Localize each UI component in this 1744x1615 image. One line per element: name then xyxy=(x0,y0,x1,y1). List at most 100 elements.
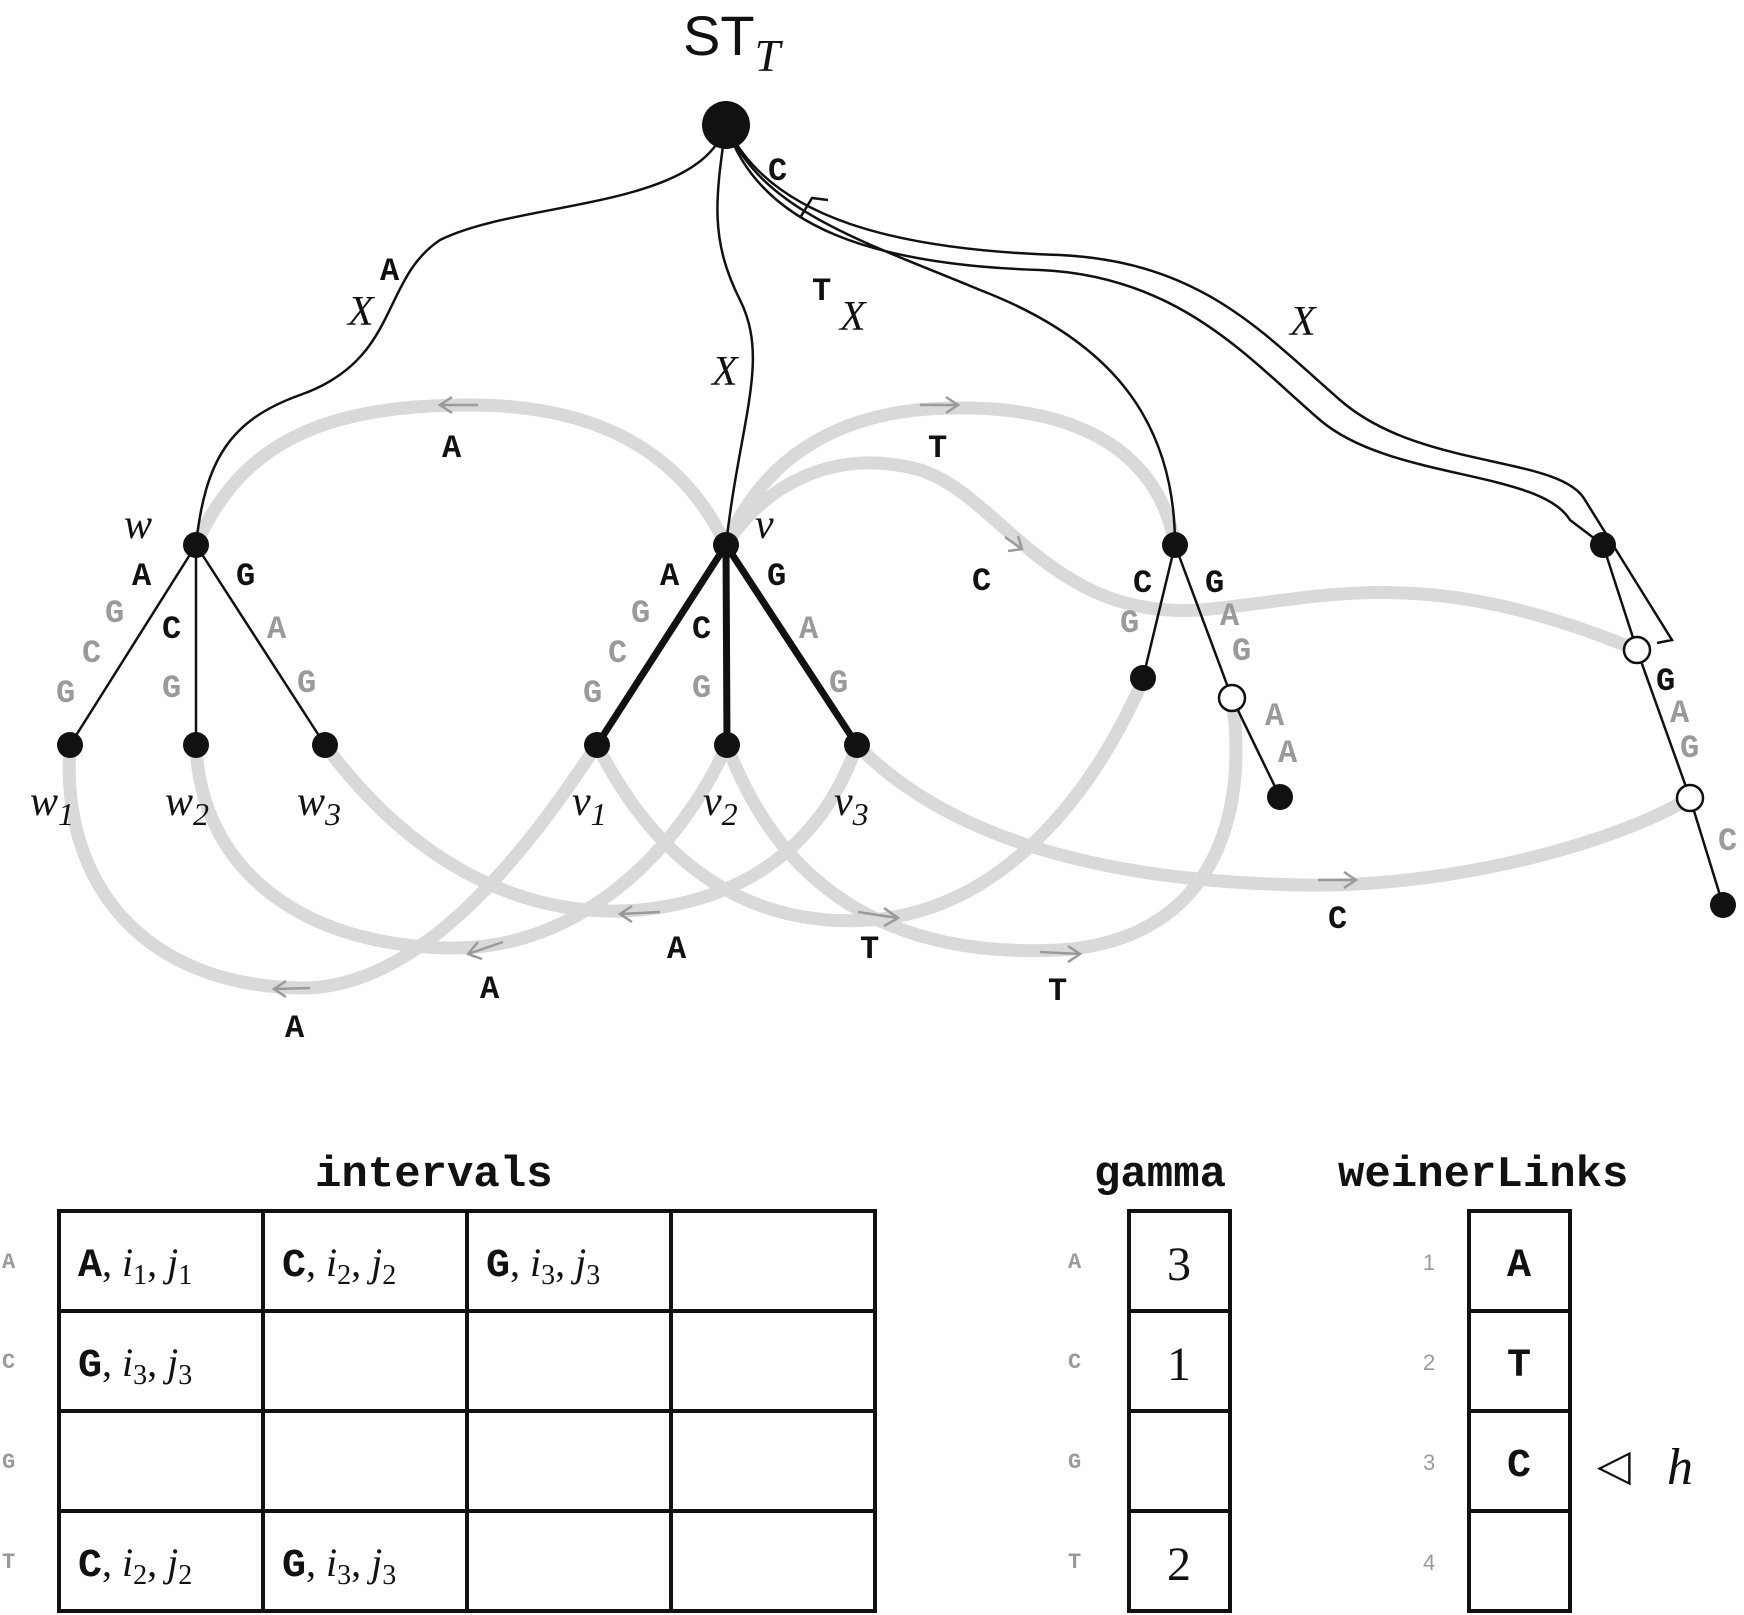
svg-text:2: 2 xyxy=(1423,1350,1435,1375)
svg-text:G: G xyxy=(1656,663,1675,700)
svg-text:X: X xyxy=(1288,299,1318,345)
interval-cell: G, i3, j3 xyxy=(282,1540,396,1591)
svg-text:T: T xyxy=(2,1550,15,1575)
edge-c-open1 xyxy=(1601,544,1639,651)
link-arrows xyxy=(271,395,1359,999)
svg-text:G: G xyxy=(1068,1450,1081,1475)
interval-cell: A, i1, j1 xyxy=(78,1240,192,1291)
svg-text:A: A xyxy=(132,558,152,595)
leaf-t1 xyxy=(1130,665,1156,691)
intervals-grid xyxy=(57,1209,877,1613)
svg-text:1: 1 xyxy=(1423,1250,1435,1275)
node-w xyxy=(183,532,209,558)
link-v-to-t-node xyxy=(719,401,1182,552)
leaf-v3 xyxy=(844,732,870,758)
node-t xyxy=(1162,532,1188,558)
svg-text:A: A xyxy=(1265,698,1285,735)
svg-text:w1: w1 xyxy=(30,779,74,832)
edge-root-w xyxy=(194,124,728,546)
intervals-row-labels: A C G T xyxy=(2,1250,16,1575)
svg-text:G: G xyxy=(583,675,602,712)
leaf-w2 xyxy=(183,732,209,758)
leaf-c xyxy=(1710,892,1736,918)
t-edge-labels: C G G A G A A xyxy=(1120,565,1298,772)
svg-text:G: G xyxy=(297,665,316,702)
svg-text:C: C xyxy=(608,635,627,672)
gamma-value: 1 xyxy=(1167,1338,1191,1391)
svg-text:v2: v2 xyxy=(703,779,738,832)
link-v3-to-c-open xyxy=(850,738,1697,892)
w-edge-labels: A G C G C G G A G xyxy=(56,558,316,712)
svg-text:v: v xyxy=(755,502,774,548)
svg-text:G: G xyxy=(631,595,650,632)
svg-text:A: A xyxy=(2,1250,16,1275)
gamma-value: 3 xyxy=(1167,1238,1191,1291)
svg-text:A: A xyxy=(799,611,819,648)
svg-text:C: C xyxy=(162,611,181,648)
node-name-labels: w v w1 w2 w3 v1 v2 v3 xyxy=(30,502,869,832)
svg-text:A: A xyxy=(667,931,687,968)
link-labels: A T C A A A T T C xyxy=(285,430,1347,1047)
pointer-triangle-icon: ◁ xyxy=(1596,1441,1631,1490)
edge-c-bracket xyxy=(798,196,829,219)
edge-root-v xyxy=(716,124,755,546)
link-v-to-c-node xyxy=(719,456,1644,657)
node-v xyxy=(713,532,739,558)
svg-text:G: G xyxy=(1680,730,1699,767)
interval-cell: C, i2, j2 xyxy=(78,1540,192,1591)
edge-root-c-outer xyxy=(724,124,1675,645)
leaf-v2 xyxy=(714,732,740,758)
edge-root-c-inner xyxy=(724,124,1604,546)
interval-cell: G, i3, j3 xyxy=(486,1240,600,1291)
root-node xyxy=(702,101,750,149)
edge-t-open-leaf xyxy=(1230,697,1282,798)
leaf-w1 xyxy=(57,732,83,758)
svg-text:A: A xyxy=(1220,598,1240,635)
pointer-h-label: h xyxy=(1667,1439,1693,1496)
svg-text:G: G xyxy=(236,558,255,595)
edge-w-w3 xyxy=(194,544,327,746)
svg-text:G: G xyxy=(162,670,181,707)
svg-text:T: T xyxy=(812,273,831,310)
edge-t-open xyxy=(1173,544,1234,699)
edge-t-leaf1 xyxy=(1141,544,1177,679)
weinerlink-value: T xyxy=(1507,1344,1531,1389)
interval-cell: C, i2, j2 xyxy=(282,1240,396,1291)
gamma-value: 2 xyxy=(1167,1538,1191,1591)
svg-text:C: C xyxy=(1328,901,1347,938)
link-v2-to-t-open xyxy=(720,691,1243,958)
svg-text:A: A xyxy=(380,253,400,290)
svg-text:X: X xyxy=(710,349,740,395)
svg-text:A: A xyxy=(267,611,287,648)
edge-v-v3 xyxy=(723,543,860,747)
svg-text:A: A xyxy=(442,430,462,467)
svg-text:T: T xyxy=(928,430,947,467)
svg-text:T: T xyxy=(1068,1550,1081,1575)
edge-v-v2 xyxy=(722,544,731,746)
svg-text:A: A xyxy=(1670,695,1690,732)
svg-text:3: 3 xyxy=(1423,1450,1435,1475)
svg-text:X: X xyxy=(346,289,376,335)
svg-text:A: A xyxy=(1068,1250,1082,1275)
edge-w-w1 xyxy=(68,544,198,746)
link-v3-to-w3 xyxy=(318,738,864,918)
svg-text:C: C xyxy=(972,563,991,600)
svg-text:A: A xyxy=(285,1010,305,1047)
weinerlink-value: A xyxy=(1507,1244,1531,1289)
svg-text:v3: v3 xyxy=(834,779,869,832)
svg-text:C: C xyxy=(768,153,787,190)
svg-text:C: C xyxy=(2,1350,15,1375)
svg-text:A: A xyxy=(480,971,500,1008)
svg-text:G: G xyxy=(767,558,786,595)
svg-text:T: T xyxy=(1048,973,1067,1010)
svg-text:C: C xyxy=(1718,823,1737,860)
edge-root-t xyxy=(724,124,1177,546)
svg-text:4: 4 xyxy=(1423,1550,1435,1575)
svg-text:G: G xyxy=(829,665,848,702)
svg-text:C: C xyxy=(1068,1350,1081,1375)
svg-text:C: C xyxy=(1133,565,1152,602)
svg-text:G: G xyxy=(105,595,124,632)
svg-text:X: X xyxy=(838,294,868,340)
c-edge-labels: G A G C xyxy=(1656,663,1737,860)
weinerlinks-table: weinerLinks 1 2 3 4 A T C ◁ h xyxy=(1338,1150,1693,1613)
